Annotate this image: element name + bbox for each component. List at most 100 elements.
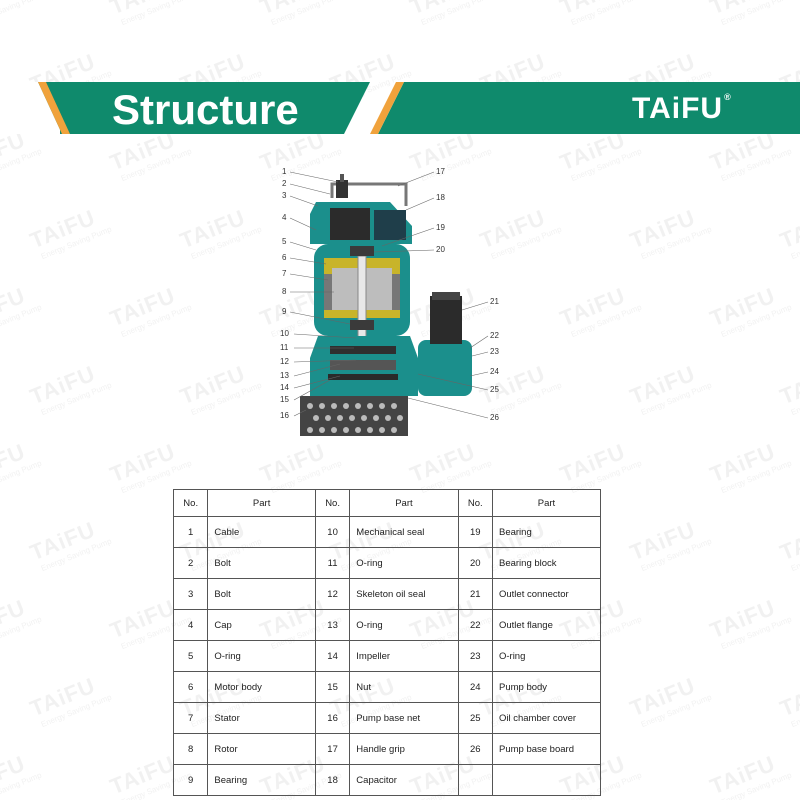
- page-title: Structure: [112, 86, 299, 133]
- callout-8: 8: [282, 287, 287, 296]
- part-name: Stator: [207, 702, 316, 734]
- callout-15: 15: [280, 395, 289, 404]
- part-name: Rotor: [207, 733, 316, 765]
- outlet-flange-shape: [418, 340, 472, 396]
- part-name: Motor body: [207, 671, 316, 703]
- callout-20: 20: [436, 245, 445, 254]
- part-number: 4: [172, 609, 209, 641]
- callout-1: 1: [282, 167, 287, 176]
- part-number: 18: [314, 764, 351, 796]
- callout-2: 2: [282, 179, 287, 188]
- part-name: Bearing: [491, 516, 602, 548]
- part-number: 3: [172, 578, 209, 610]
- part-number: 14: [314, 640, 351, 672]
- part-number: [457, 764, 493, 796]
- header-part: Part: [207, 489, 316, 517]
- part-name: Outlet flange: [491, 609, 602, 641]
- callout-18: 18: [436, 193, 445, 202]
- part-name: Cap: [207, 609, 316, 641]
- part-number: 8: [172, 733, 209, 765]
- callout-4: 4: [282, 213, 287, 222]
- header-no: No.: [172, 489, 209, 517]
- part-name: Pump base net: [349, 702, 459, 734]
- callout-16: 16: [280, 411, 289, 420]
- callout-13: 13: [280, 371, 289, 380]
- base-net-holes: [307, 403, 403, 433]
- callout-11: 11: [280, 343, 289, 352]
- part-number: 25: [457, 702, 493, 734]
- part-name: Cable: [207, 516, 316, 548]
- oil-chamber-shape: [330, 346, 396, 354]
- bearing-top-shape: [350, 246, 374, 256]
- part-name: O-ring: [491, 640, 602, 672]
- outlet-connector-shape: [430, 296, 462, 344]
- part-number: 7: [172, 702, 209, 734]
- part-number: 15: [314, 671, 351, 703]
- part-number: 26: [457, 733, 493, 765]
- impeller-shape: [330, 360, 396, 370]
- part-name: Mechanical seal: [349, 516, 459, 548]
- parts-table-header: No. Part No. Part No. Part: [172, 489, 602, 517]
- callout-24: 24: [490, 367, 499, 376]
- part-number: 20: [457, 547, 493, 579]
- callout-3: 3: [282, 191, 287, 200]
- part-name: Bolt: [207, 578, 316, 610]
- brand-logo-text: TAiFU: [632, 92, 724, 125]
- part-number: 9: [172, 764, 209, 796]
- part-name: Skeleton oil seal: [349, 578, 459, 610]
- part-number: 23: [457, 640, 493, 672]
- leader-lines: [289, 171, 489, 419]
- callout-26: 26: [490, 413, 499, 422]
- callout-9: 9: [282, 307, 287, 316]
- cable-shape: [336, 180, 348, 198]
- callout-25: 25: [490, 385, 499, 394]
- header-banner: Structure TAiFU®: [0, 82, 800, 134]
- part-name: Bolt: [207, 547, 316, 579]
- banner-right-bar: [378, 82, 800, 134]
- part-name: Pump body: [491, 671, 602, 703]
- callout-10: 10: [280, 329, 289, 338]
- part-name: Oil chamber cover: [491, 702, 602, 734]
- part-name: Bearing: [207, 764, 316, 796]
- callout-21: 21: [490, 297, 499, 306]
- bearing-bottom-shape: [350, 320, 374, 330]
- header-part: Part: [349, 489, 459, 517]
- part-name: Pump base board: [491, 733, 602, 765]
- callout-17: 17: [436, 167, 445, 176]
- callout-22: 22: [490, 331, 499, 340]
- part-name: Impeller: [349, 640, 459, 672]
- callout-7: 7: [282, 269, 287, 278]
- header-no: No.: [314, 489, 351, 517]
- part-number: 19: [457, 516, 493, 548]
- callout-19: 19: [436, 223, 445, 232]
- callout-6: 6: [282, 253, 287, 262]
- part-name: O-ring: [349, 609, 459, 641]
